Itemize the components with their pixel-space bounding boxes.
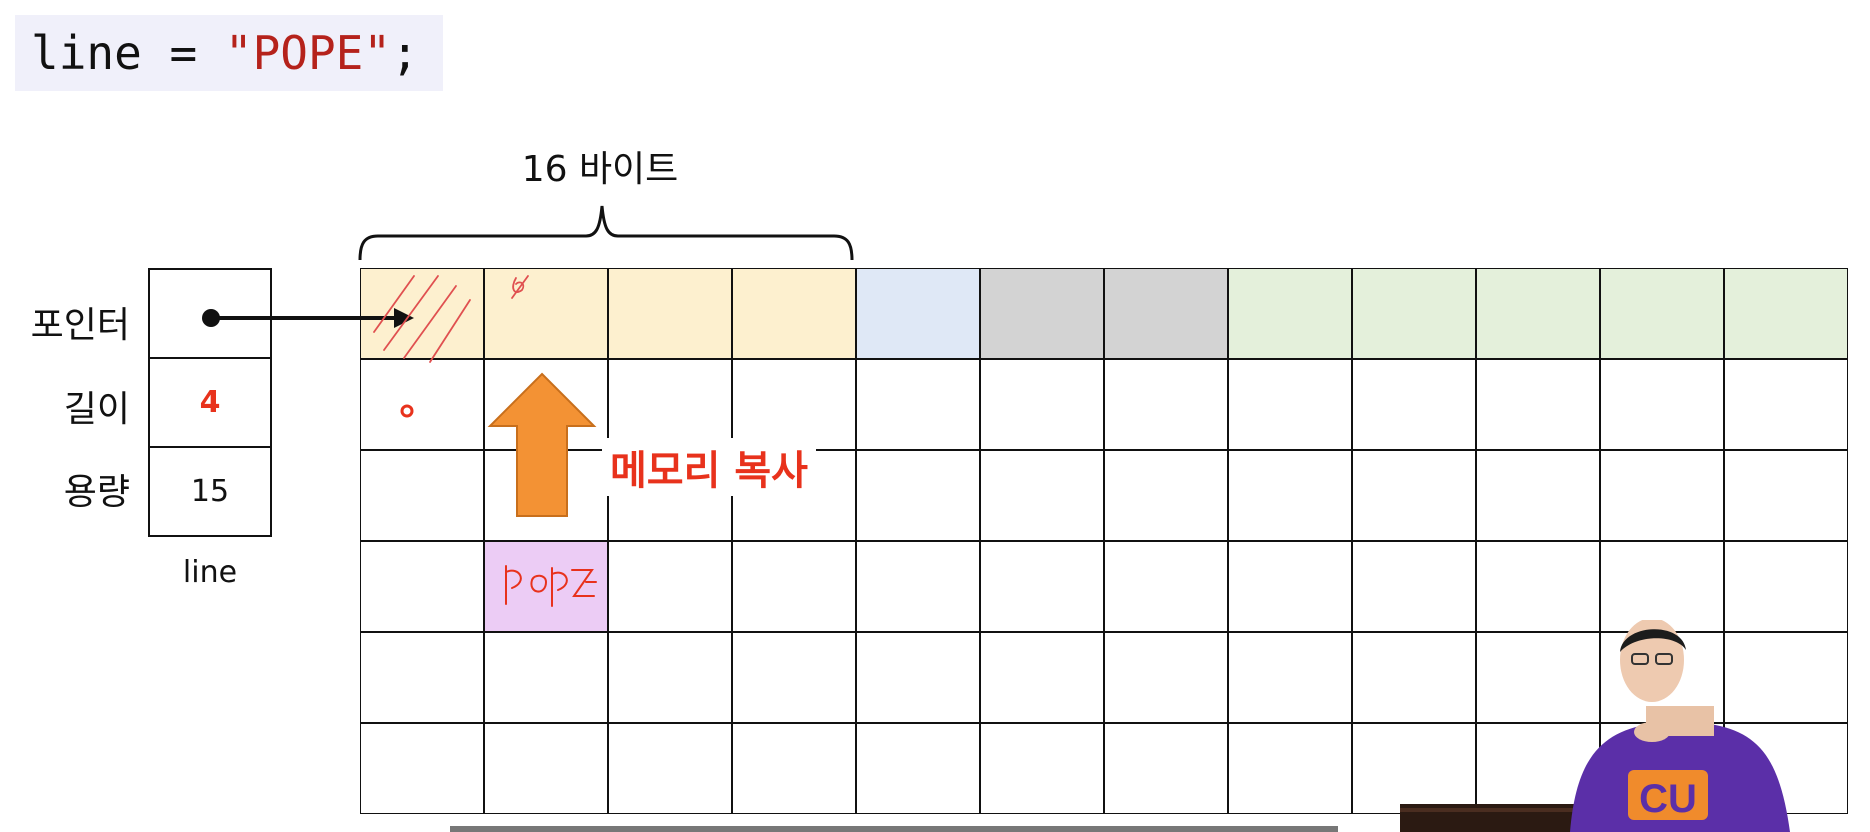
- memory-cell-r3-c9: [1476, 541, 1600, 632]
- memory-cell-r3-c3: [732, 541, 856, 632]
- memory-cell-r3-c1: [484, 541, 608, 632]
- memory-cell-r0-c1: [484, 268, 608, 359]
- pointer-label: 포인터: [30, 305, 130, 346]
- memory-cell-r1-c10: [1600, 359, 1724, 450]
- memory-cell-r5-c3: [732, 723, 856, 814]
- memory-cell-r2-c8: [1352, 450, 1476, 541]
- length-value: 4: [199, 385, 221, 420]
- memory-cell-r3-c6: [1104, 541, 1228, 632]
- memory-cell-r2-c7: [1228, 450, 1352, 541]
- memory-cell-r5-c6: [1104, 723, 1228, 814]
- memory-cell-r4-c3: [732, 632, 856, 723]
- presenter-video: CU: [1400, 620, 1790, 832]
- memory-cell-r2-c5: [980, 450, 1104, 541]
- capacity-cell: 15: [148, 446, 272, 537]
- memory-cell-r2-c10: [1600, 450, 1724, 541]
- memory-cell-r2-c0: [360, 450, 484, 541]
- copy-label: 메모리 복사: [602, 438, 816, 496]
- memory-cell-r3-c5: [980, 541, 1104, 632]
- code-string: "POPE": [224, 26, 392, 80]
- code-snippet: line = "POPE";: [15, 15, 443, 91]
- memory-cell-r5-c0: [360, 723, 484, 814]
- memory-cell-r4-c8: [1352, 632, 1476, 723]
- memory-cell-r3-c8: [1352, 541, 1476, 632]
- memory-cell-r1-c3: [732, 359, 856, 450]
- memory-cell-r5-c8: [1352, 723, 1476, 814]
- progress-bar: [450, 826, 1338, 832]
- memory-cell-r3-c11: [1724, 541, 1848, 632]
- code-suffix: ;: [391, 26, 419, 80]
- shirt-text: CU: [1639, 777, 1697, 821]
- memory-cell-r4-c11: [1724, 632, 1848, 723]
- memory-cell-r0-c3: [732, 268, 856, 359]
- memory-cell-r5-c7: [1228, 723, 1352, 814]
- memory-cell-r4-c5: [980, 632, 1104, 723]
- memory-cell-r4-c1: [484, 632, 608, 723]
- memory-cell-r2-c6: [1104, 450, 1228, 541]
- memory-cell-r0-c6: [1104, 268, 1228, 359]
- memory-cell-r0-c9: [1476, 268, 1600, 359]
- struct-name: line: [182, 555, 238, 590]
- memory-cell-r0-c7: [1228, 268, 1352, 359]
- memory-cell-r1-c1: [484, 359, 608, 450]
- memory-cell-r0-c10: [1600, 268, 1724, 359]
- memory-cell-r1-c8: [1352, 359, 1476, 450]
- memory-cell-r4-c2: [608, 632, 732, 723]
- memory-cell-r5-c4: [856, 723, 980, 814]
- memory-cell-r3-c0: [360, 541, 484, 632]
- memory-cell-r1-c6: [1104, 359, 1228, 450]
- memory-cell-r5-c5: [980, 723, 1104, 814]
- memory-cell-r3-c4: [856, 541, 980, 632]
- memory-cell-r0-c2: [608, 268, 732, 359]
- memory-cell-r5-c2: [608, 723, 732, 814]
- capacity-value: 15: [190, 474, 230, 509]
- memory-cell-r2-c1: [484, 450, 608, 541]
- memory-cell-r2-c9: [1476, 450, 1600, 541]
- memory-cell-r3-c7: [1228, 541, 1352, 632]
- memory-cell-r2-c11: [1724, 450, 1848, 541]
- memory-cell-r3-c2: [608, 541, 732, 632]
- pointer-cell: [148, 268, 272, 359]
- length-label: 길이: [63, 389, 130, 430]
- memory-cell-r4-c6: [1104, 632, 1228, 723]
- memory-cell-r1-c0: [360, 359, 484, 450]
- memory-cell-r2-c4: [856, 450, 980, 541]
- memory-cell-r0-c4: [856, 268, 980, 359]
- memory-cell-r1-c4: [856, 359, 980, 450]
- memory-cell-r4-c9: [1476, 632, 1600, 723]
- bytes-label: 16 바이트: [521, 149, 679, 190]
- memory-cell-r3-c10: [1600, 541, 1724, 632]
- code-prefix: line =: [31, 26, 225, 80]
- memory-cell-r0-c11: [1724, 268, 1848, 359]
- memory-cell-r4-c7: [1228, 632, 1352, 723]
- memory-cell-r5-c1: [484, 723, 608, 814]
- length-cell: 4: [148, 357, 272, 448]
- memory-cell-r1-c2: [608, 359, 732, 450]
- memory-cell-r1-c9: [1476, 359, 1600, 450]
- memory-cell-r4-c4: [856, 632, 980, 723]
- memory-cell-r1-c7: [1228, 359, 1352, 450]
- memory-cell-r1-c11: [1724, 359, 1848, 450]
- memory-cell-r0-c8: [1352, 268, 1476, 359]
- memory-cell-r4-c0: [360, 632, 484, 723]
- memory-cell-r0-c5: [980, 268, 1104, 359]
- memory-cell-r1-c5: [980, 359, 1104, 450]
- capacity-label: 용량: [63, 472, 130, 513]
- memory-cell-r0-c0: [360, 268, 484, 359]
- brace-icon: [358, 205, 854, 261]
